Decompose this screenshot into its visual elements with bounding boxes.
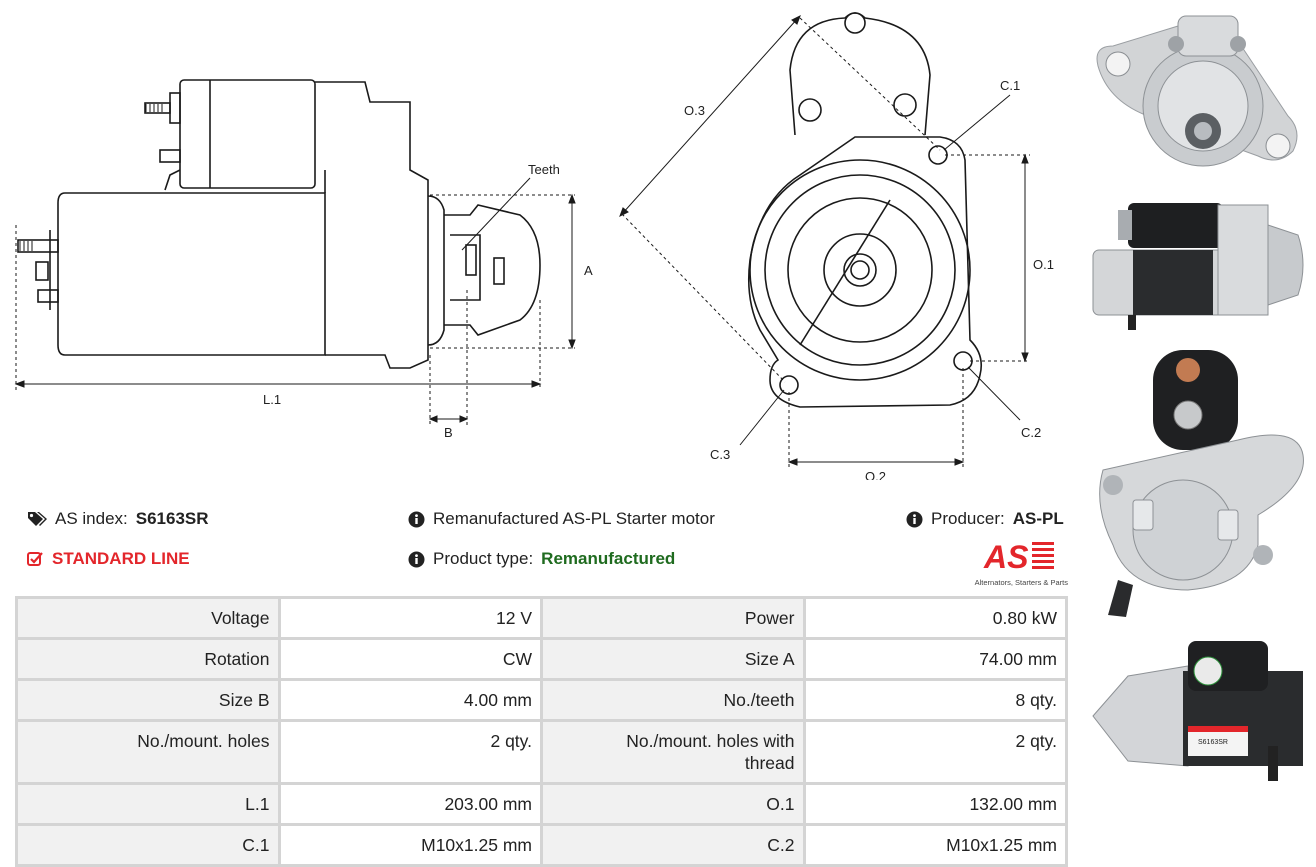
side-view-drawing: Teeth A B L.1 [14, 79, 593, 440]
spec-value: 12 V [280, 599, 540, 637]
photo-label-text: S6163SR [1198, 739, 1228, 746]
label-o1: O.1 [1033, 257, 1054, 272]
spec-value: 8 qty. [805, 681, 1065, 719]
spec-value: 203.00 mm [280, 785, 540, 823]
spec-label: No./mount. holes with thread [543, 722, 803, 782]
description-row: Remanufactured AS-PL Starter motor [408, 509, 715, 529]
product-type-value: Remanufactured [541, 549, 676, 568]
spec-label: Size B [18, 681, 278, 719]
check-square-icon [27, 552, 43, 566]
info-icon [906, 511, 923, 527]
spec-value: 74.00 mm [805, 640, 1065, 678]
spec-value: 4.00 mm [280, 681, 540, 719]
table-row: Voltage 12 V Power 0.80 kW [18, 599, 1065, 637]
spec-label: L.1 [18, 785, 278, 823]
spec-label: No./teeth [543, 681, 803, 719]
product-type-row: Product type: Remanufactured [408, 549, 675, 569]
product-type-label: Product type: [433, 549, 534, 568]
as-index-row: AS index: S6163SR [27, 509, 209, 529]
label-c1: C.1 [1000, 78, 1020, 93]
standard-line-row: STANDARD LINE [27, 549, 190, 569]
info-icon [408, 511, 425, 527]
label-o3: O.3 [684, 103, 705, 118]
standard-line-label: STANDARD LINE [52, 549, 190, 568]
product-photo-rear [1099, 350, 1304, 617]
product-photo-label: S6163SR [1092, 641, 1303, 781]
table-row: L.1 203.00 mm O.1 132.00 mm [18, 785, 1065, 823]
spec-label: C.1 [18, 826, 278, 864]
spec-label: No./mount. holes [18, 722, 278, 782]
table-row: Rotation CW Size A 74.00 mm [18, 640, 1065, 678]
label-b: B [444, 425, 453, 440]
logo-tagline: Alternators, Starters & Parts [974, 578, 1068, 587]
spec-label: Rotation [18, 640, 278, 678]
front-view-drawing: O.3 C.1 O.1 C.2 C.3 O.2 [619, 12, 1054, 480]
spec-label: Power [543, 599, 803, 637]
info-icon [408, 551, 425, 567]
spec-value: M10x1.25 mm [805, 826, 1065, 864]
spec-value: M10x1.25 mm [280, 826, 540, 864]
label-l1: L.1 [263, 392, 281, 407]
product-photo-front [1096, 15, 1298, 167]
spec-value: 2 qty. [280, 722, 540, 782]
spec-table: Voltage 12 V Power 0.80 kW Rotation CW S… [15, 596, 1068, 867]
as-pl-logo: AS Alternators, Starters & Parts [966, 538, 1068, 587]
spec-label: Size A [543, 640, 803, 678]
spec-label: C.2 [543, 826, 803, 864]
label-c2: C.2 [1021, 425, 1041, 440]
product-photo-side [1092, 203, 1304, 330]
as-index-value: S6163SR [135, 509, 209, 528]
spec-label: O.1 [543, 785, 803, 823]
table-row: Size B 4.00 mm No./teeth 8 qty. [18, 681, 1065, 719]
as-index-label: AS index: [55, 509, 128, 528]
as-logo-mark: AS [983, 539, 1054, 575]
label-o2: O.2 [865, 469, 886, 480]
table-row: C.1 M10x1.25 mm C.2 M10x1.25 mm [18, 826, 1065, 864]
spec-value: 0.80 kW [805, 599, 1065, 637]
label-c3: C.3 [710, 447, 730, 462]
producer-label: Producer: [931, 509, 1005, 528]
producer-value: AS-PL [1012, 509, 1064, 528]
spec-value: 2 qty. [805, 722, 1065, 782]
label-a: A [584, 263, 593, 278]
spec-label: Voltage [18, 599, 278, 637]
tags-icon [28, 512, 47, 526]
table-row: No./mount. holes 2 qty. No./mount. holes… [18, 722, 1065, 782]
label-teeth: Teeth [528, 162, 560, 177]
logo-text: AS [983, 539, 1029, 572]
spec-value: CW [280, 640, 540, 678]
description-text: Remanufactured AS-PL Starter motor [433, 509, 715, 528]
spec-value: 132.00 mm [805, 785, 1065, 823]
producer-row: Producer: AS-PL [906, 509, 1064, 529]
